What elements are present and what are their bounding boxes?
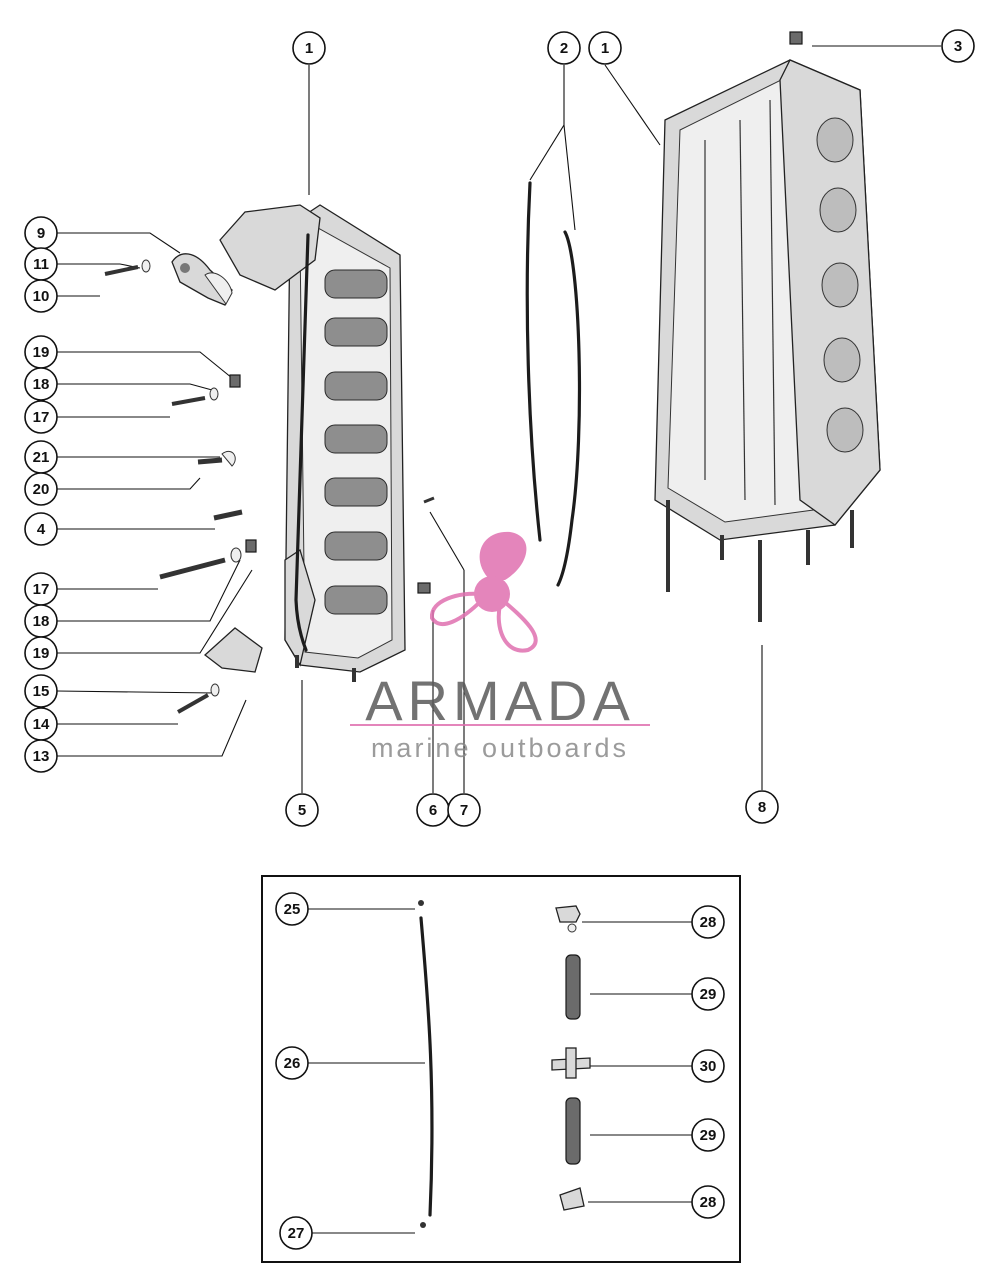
svg-text:4: 4 [37,521,46,538]
callout-8: 8 [745,790,779,824]
svg-text:1: 1 [601,40,609,57]
callout-29a: 29 [691,977,725,1011]
callout-5: 5 [285,793,319,827]
cylinder-block-right [654,31,881,622]
svg-text:19: 19 [33,344,50,361]
callout-1: 1 [292,31,326,65]
hose-kit-inset [261,875,741,1263]
svg-text:7: 7 [460,802,468,819]
seal-strips [417,181,582,594]
callout-6: 6 [416,793,450,827]
leader-lines [56,45,941,1234]
callout-27: 27 [279,1216,313,1250]
svg-text:14: 14 [33,716,50,733]
callout-11: 11 [24,247,58,281]
callout-21: 21 [24,440,58,474]
svg-text:2: 2 [560,40,568,57]
callout-25: 25 [275,892,309,926]
callout-9: 9 [24,216,58,250]
callout-28a: 28 [691,905,725,939]
brand-name: ARMADA [365,669,635,732]
callout-18b: 18 [24,604,58,638]
callout-26: 26 [275,1046,309,1080]
callout-markers: 1 2 1 3 9 11 10 19 18 17 21 20 4 17 18 1… [24,29,975,1250]
callout-14: 14 [24,707,58,741]
svg-text:27: 27 [288,1225,305,1242]
svg-text:10: 10 [33,288,50,305]
small-parts-left [104,253,263,714]
svg-text:5: 5 [298,802,306,819]
svg-text:3: 3 [954,38,962,55]
callout-29b: 29 [691,1118,725,1152]
callout-17a: 17 [24,400,58,434]
svg-text:6: 6 [429,802,437,819]
callout-19b: 19 [24,636,58,670]
callout-7: 7 [447,793,481,827]
callout-18a: 18 [24,367,58,401]
callout-19a: 19 [24,335,58,369]
svg-text:26: 26 [284,1055,301,1072]
svg-text:28: 28 [700,914,717,931]
svg-text:13: 13 [33,748,50,765]
callout-30: 30 [691,1049,725,1083]
propeller-icon [430,531,538,653]
callout-2: 2 [547,31,581,65]
svg-text:9: 9 [37,225,45,242]
armada-logo: ARMADA marine outboards [350,531,650,763]
callout-17b: 17 [24,572,58,606]
svg-text:29: 29 [700,1127,717,1144]
cylinder-block-left-half [219,204,406,682]
svg-text:18: 18 [33,376,50,393]
svg-text:30: 30 [700,1058,717,1075]
callout-28b: 28 [691,1185,725,1219]
callout-15: 15 [24,674,58,708]
svg-text:17: 17 [33,409,50,426]
callout-1b: 1 [588,31,622,65]
svg-text:20: 20 [33,481,50,498]
svg-text:17: 17 [33,581,50,598]
brand-tagline: marine outboards [371,733,629,763]
callout-20: 20 [24,472,58,506]
callout-4: 4 [24,512,58,546]
svg-text:8: 8 [758,799,766,816]
svg-text:28: 28 [700,1194,717,1211]
callout-13: 13 [24,739,58,773]
svg-text:25: 25 [284,901,301,918]
svg-text:18: 18 [33,613,50,630]
svg-text:15: 15 [33,683,50,700]
svg-text:11: 11 [33,256,49,273]
svg-text:1: 1 [305,40,313,57]
callout-3: 3 [941,29,975,63]
svg-text:29: 29 [700,986,717,1003]
svg-text:19: 19 [33,645,50,662]
svg-text:21: 21 [33,449,50,466]
callout-10: 10 [24,279,58,313]
